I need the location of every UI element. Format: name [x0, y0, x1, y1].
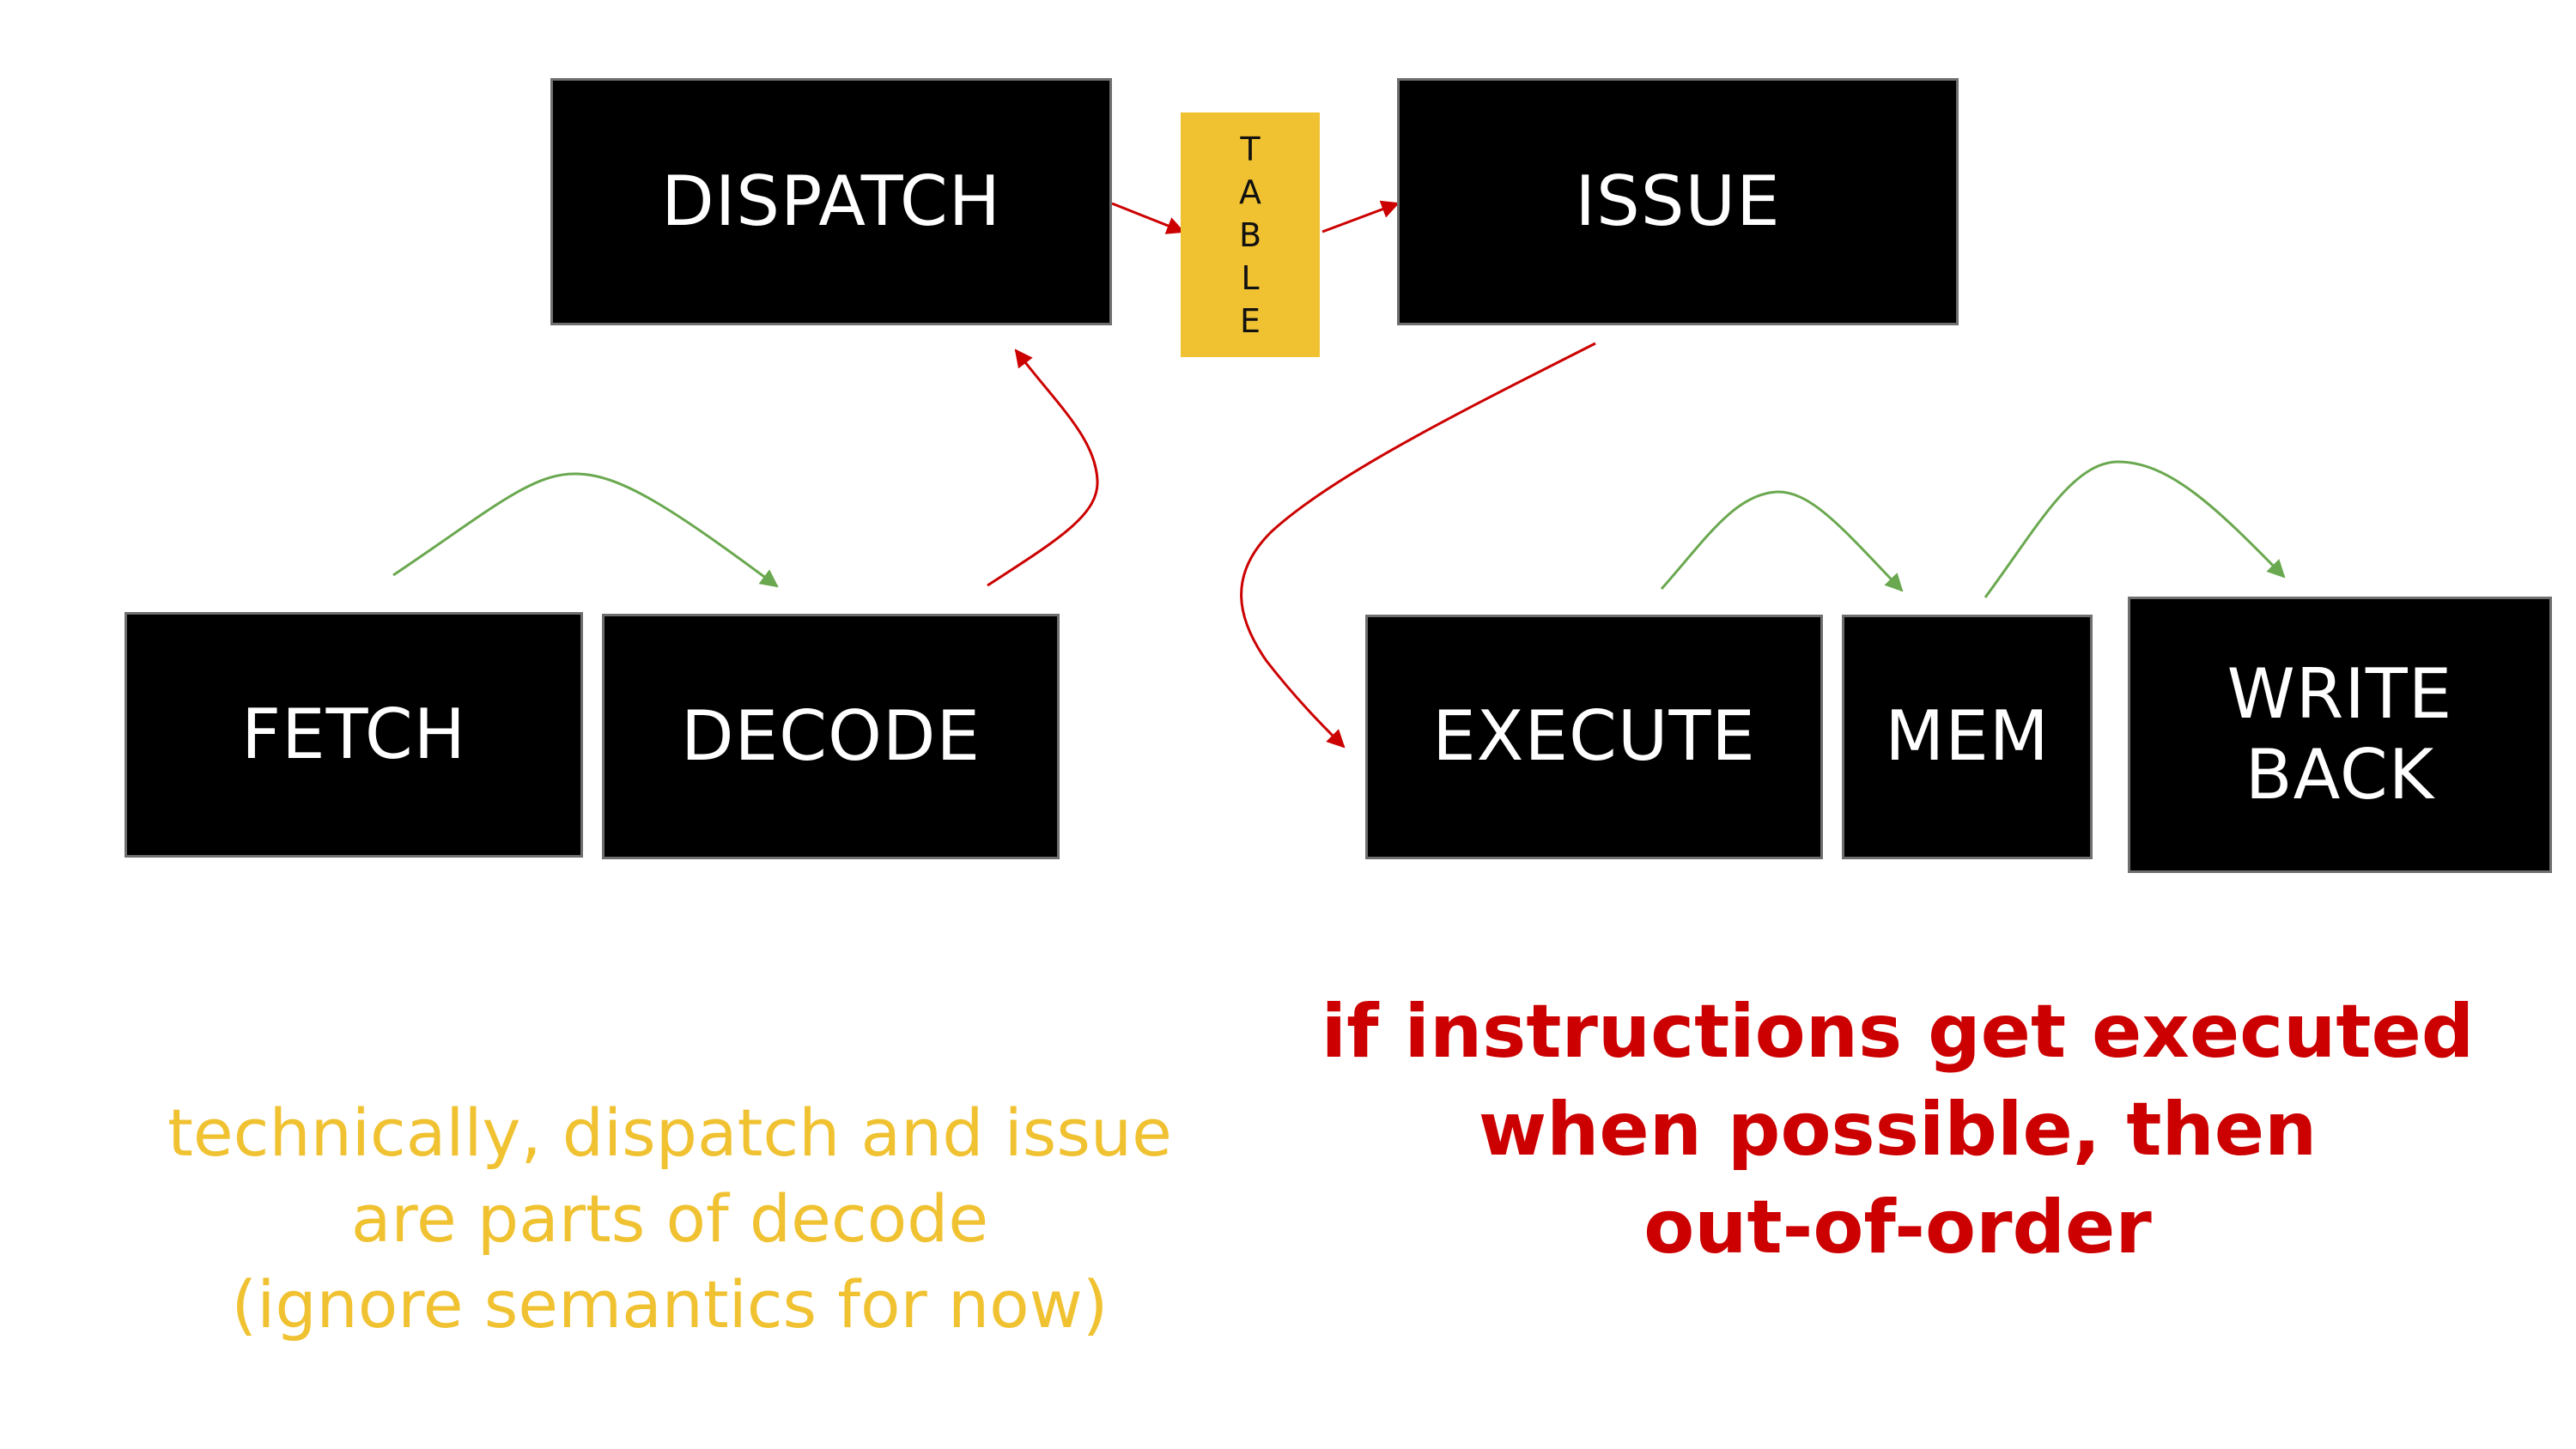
- arrow-execute-to-mem: [1660, 490, 1904, 592]
- arrow-issue-to-execute: [1240, 342, 1596, 749]
- table-letter: T: [1240, 130, 1261, 168]
- decode-semantics-note: technically, dispatch and issue are part…: [167, 1094, 1172, 1343]
- dispatch-label: DISPATCH: [661, 161, 1001, 241]
- mem-box: MEM: [1842, 615, 2093, 859]
- table-box: T A B L E: [1181, 112, 1320, 357]
- table-letter: A: [1239, 173, 1261, 211]
- fetch-box: FETCH: [125, 612, 583, 858]
- execute-box: EXECUTE: [1365, 615, 1823, 859]
- dispatch-box: DISPATCH: [550, 78, 1112, 325]
- arrow-dispatch-to-table: [1111, 202, 1185, 234]
- table-letter: B: [1238, 215, 1262, 254]
- execute-label: EXECUTE: [1432, 696, 1756, 777]
- arrow-decode-to-dispatch: [987, 349, 1099, 587]
- decode-label: DECODE: [680, 695, 981, 776]
- write-back-label: WRITE BACK: [2227, 653, 2453, 815]
- write-back-box: WRITE BACK: [2128, 597, 2552, 873]
- arrow-mem-to-writeback: [1984, 460, 2286, 598]
- issue-box: ISSUE: [1397, 78, 1959, 325]
- fetch-label: FETCH: [241, 694, 466, 774]
- table-letter: L: [1241, 258, 1260, 297]
- out-of-order-note: if instructions get executed when possib…: [1321, 989, 2475, 1270]
- decode-box: DECODE: [602, 614, 1060, 859]
- table-letter: E: [1239, 301, 1261, 340]
- issue-label: ISSUE: [1575, 161, 1781, 241]
- arrow-table-to-issue: [1321, 200, 1400, 233]
- arrow-fetch-to-decode: [392, 472, 779, 588]
- mem-label: MEM: [1885, 696, 2050, 777]
